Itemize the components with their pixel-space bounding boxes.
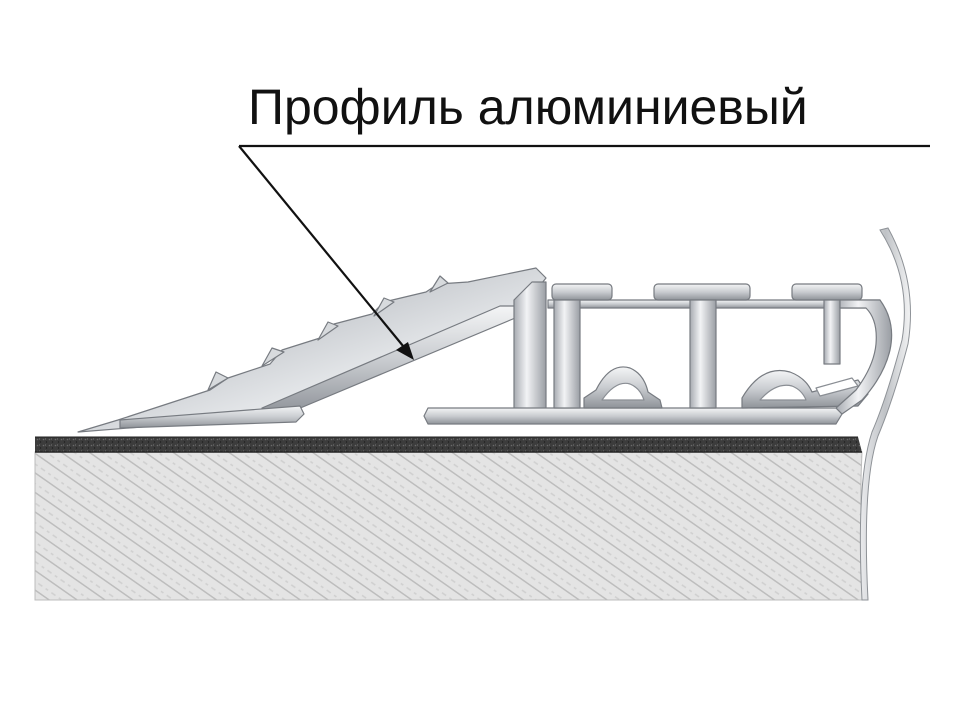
profile-cap — [653, 283, 751, 301]
callout-leader — [238, 144, 930, 353]
profile-post — [553, 299, 581, 409]
profile-tooth — [317, 321, 339, 341]
profile-base-plate — [423, 407, 843, 425]
profile-tooth — [207, 371, 229, 391]
profile-tooth — [261, 347, 285, 367]
substrate-block — [34, 451, 869, 601]
profile-channel-clip — [601, 382, 645, 401]
profile-vertical-wall — [513, 281, 547, 411]
profile-tooth — [373, 297, 395, 317]
profile-left-foot — [119, 405, 305, 429]
callout-label: Профиль алюминиевый — [248, 79, 808, 135]
profile-channel-clip — [815, 377, 859, 397]
callout-pointer-line — [238, 145, 409, 353]
floor-covering-strip — [35, 436, 862, 453]
aluminum-profile — [77, 267, 893, 433]
profile-cap — [551, 283, 613, 301]
step-edge — [859, 227, 911, 601]
profile-nose-lip — [835, 299, 893, 415]
profile-cap — [791, 283, 863, 301]
profile-tooth — [429, 275, 449, 293]
callout-arrowhead — [396, 342, 414, 360]
profile-post — [823, 299, 841, 365]
profile-post — [689, 299, 717, 409]
profile-channel-clip — [759, 384, 807, 401]
